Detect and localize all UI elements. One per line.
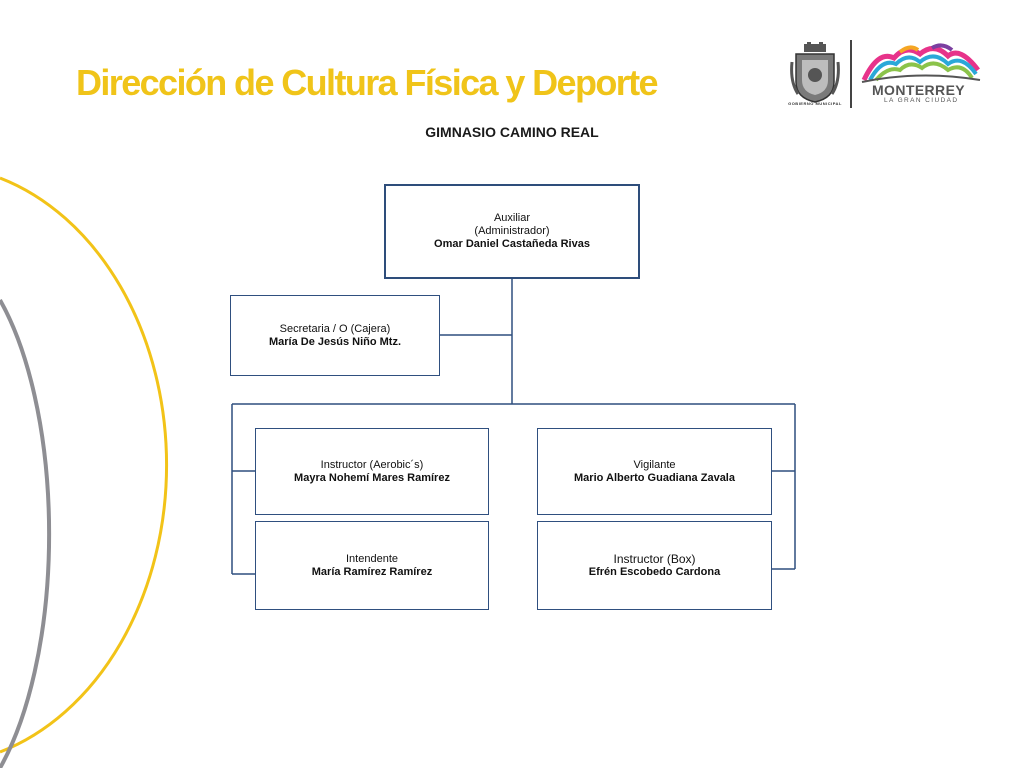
node-role: Secretaria / O (Cajera) [279,322,391,335]
page-title: Dirección de Cultura Física y Deporte [76,62,659,103]
city-tagline: LA GRAN CIUDAD [884,97,959,104]
node-role: Instructor (Box) [613,551,696,566]
node-role-detail: (Administrador) [474,225,550,237]
monterrey-mountains-logo [861,43,981,83]
org-node-intendente: Intendente María Ramírez Ramírez [255,521,489,610]
yellow-arc [0,176,169,754]
seal-caption: GOBIERNO MUNICIPAL [788,101,842,106]
org-node-secretary: Secretaria / O (Cajera) María De Jesús N… [230,295,440,376]
logo-divider [850,40,852,108]
node-person: María Ramírez Ramírez [311,565,433,578]
node-person: Mario Alberto Guadiana Zavala [574,471,735,484]
gray-arc [0,299,52,768]
city-name: MONTERREY [872,82,966,98]
node-role: Intendente [346,552,398,565]
municipal-seal-logo [790,42,840,103]
node-person: Mayra Nohemí Mares Ramírez [294,471,450,484]
node-person: María De Jesús Niño Mtz. [268,335,402,348]
org-node-instructor-aerobics: Instructor (Aerobic´s) Mayra Nohemí Mare… [255,428,489,515]
org-node-instructor-box: Instructor (Box) Efrén Escobedo Cardona [537,521,772,610]
node-role: Instructor (Aerobic´s) [320,458,424,471]
chart-subtitle: GIMNASIO CAMINO REAL [425,124,599,140]
node-person: Efrén Escobedo Cardona [588,565,721,578]
node-role: Vigilante [633,458,676,471]
org-node-administrator: Auxiliar (Administrador) Omar Daniel Cas… [384,184,640,279]
node-role: Auxiliar [493,212,531,224]
org-node-vigilante: Vigilante Mario Alberto Guadiana Zavala [537,428,772,515]
node-person: Omar Daniel Castañeda Rivas [434,238,590,250]
